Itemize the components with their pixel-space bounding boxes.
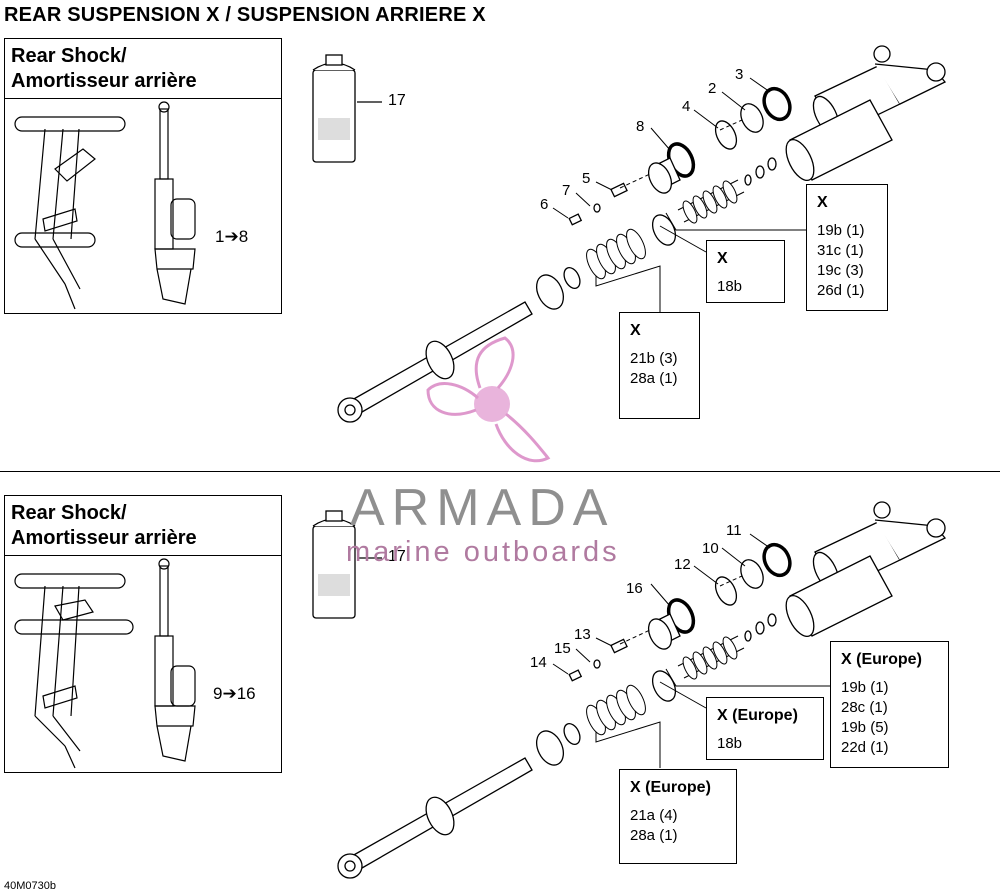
section-divider	[0, 471, 1000, 472]
top-kit-box-right: X 19b (1) 31c (1) 19c (3) 26d (1)	[806, 184, 888, 311]
callout-7: 7	[562, 182, 571, 199]
callout-2: 2	[708, 80, 717, 97]
top-shock-location-illustration	[14, 101, 196, 310]
bottom-inset-title: Rear Shock/ Amortisseur arrière	[5, 496, 281, 556]
drawing-code: 40M0730b	[4, 880, 56, 892]
callout-4: 4	[682, 98, 691, 115]
callout-11: 11	[726, 522, 742, 539]
watermark-wordmark: ARMADA	[350, 479, 615, 537]
bottom-kit-box-right: X (Europe) 19b (1) 28c (1) 19b (5) 22d (…	[830, 641, 949, 768]
bottom-box-brackets	[595, 668, 830, 768]
top-lead-lines	[552, 77, 771, 219]
callout-13: 13	[574, 626, 591, 643]
callout-10: 10	[702, 540, 719, 557]
callout-15: 15	[554, 640, 571, 657]
top-inset-title: Rear Shock/ Amortisseur arrière	[5, 39, 281, 99]
bottom-inset-panel: Rear Shock/ Amortisseur arrière 9➔16	[4, 495, 282, 773]
callout-3: 3	[735, 66, 744, 83]
top-inset-panel: Rear Shock/ Amortisseur arrière 1➔8	[4, 38, 282, 314]
callout-14: 14	[530, 654, 547, 671]
bottom-kit-box-low: X (Europe) 21a (4) 28a (1)	[619, 769, 737, 864]
bottom-kit-box-mid: X (Europe) 18b	[706, 697, 824, 760]
bottom-shock-location-illustration	[14, 558, 196, 769]
page-title: REAR SUSPENSION X / SUSPENSION ARRIERE X	[4, 4, 486, 26]
top-inset-range: 1➔8	[215, 227, 249, 246]
watermark-tagline: marine outboards	[346, 536, 620, 568]
callout-16: 16	[626, 580, 643, 597]
watermark-propeller-icon	[426, 336, 551, 463]
bottom-inset-range: 9➔16	[213, 684, 256, 703]
callout-5: 5	[582, 170, 591, 187]
top-box-brackets	[595, 212, 806, 312]
callout-17-bottom: 17	[388, 548, 406, 565]
callout-8: 8	[636, 118, 645, 135]
callout-6: 6	[540, 196, 549, 213]
top-kit-box-low: X 21b (3) 28a (1)	[619, 312, 700, 419]
top-kit-box-mid: X 18b	[706, 240, 785, 303]
callout-17-top: 17	[388, 92, 406, 109]
callout-12: 12	[674, 556, 691, 573]
